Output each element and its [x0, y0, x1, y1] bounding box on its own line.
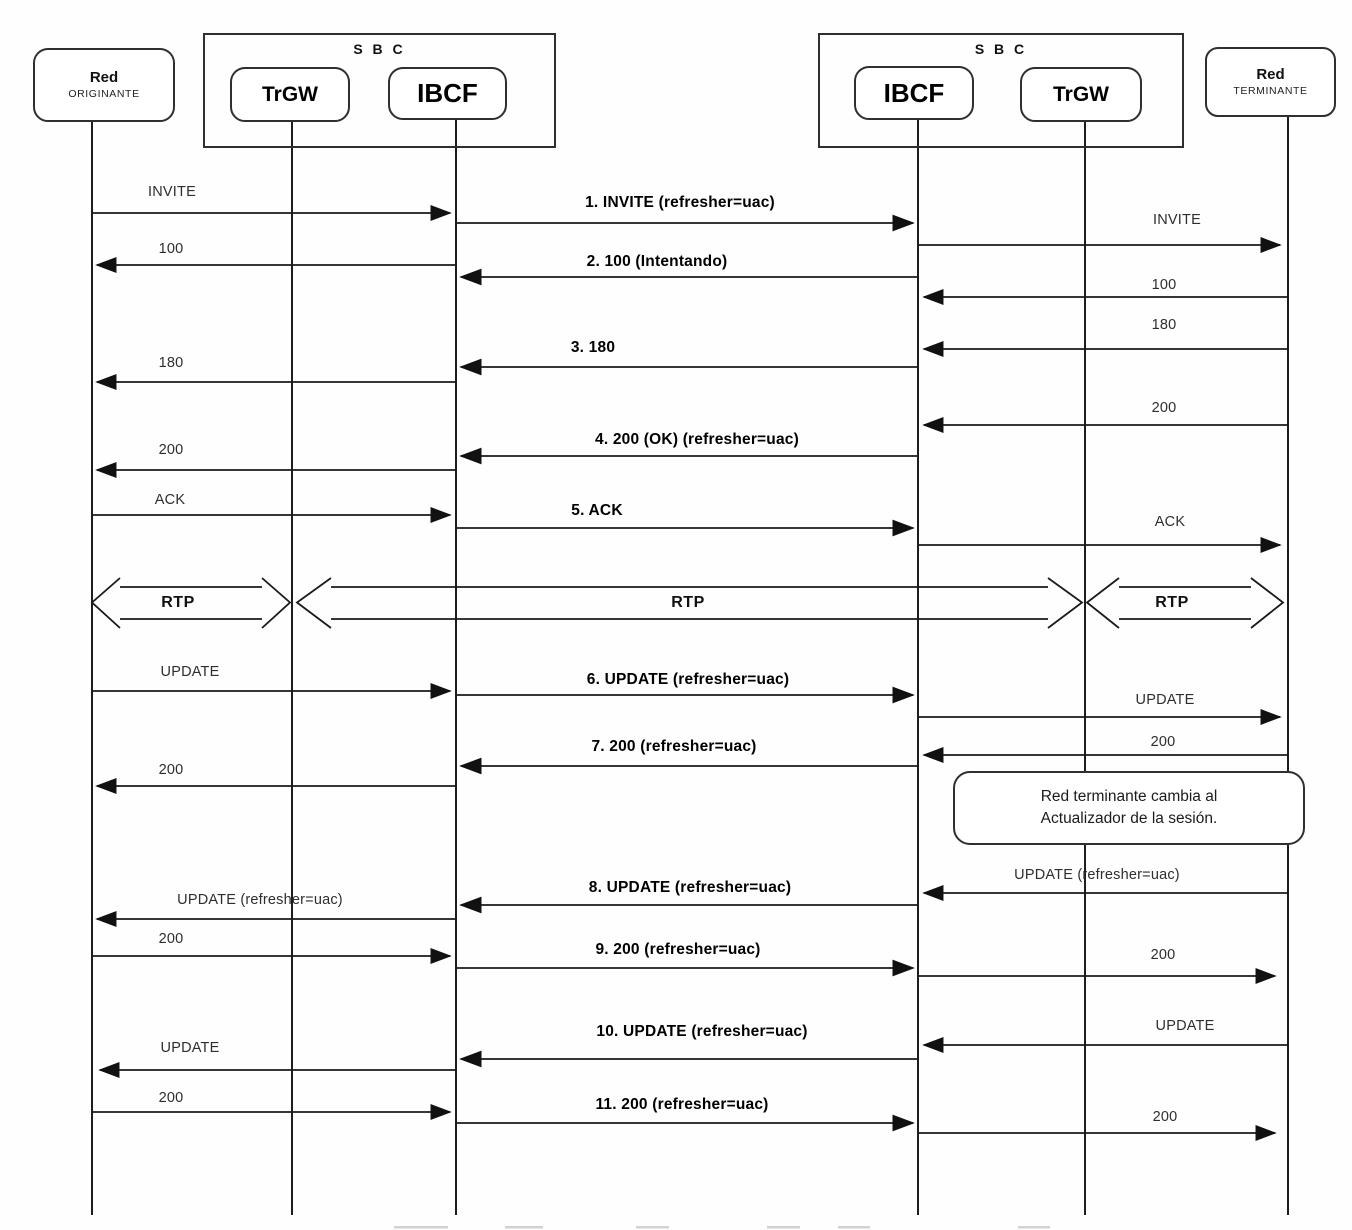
msg-left-200-4: 200 [158, 1090, 184, 1106]
participant-name: Red [89, 68, 119, 86]
rtp-label-left: RTP [161, 594, 195, 611]
msg-right-update-2: UPDATE [1155, 1018, 1215, 1034]
msg-mid-10: 10. UPDATE (refresher=uac) [596, 1023, 808, 1040]
participant-subtitle: ORIGINANTE [68, 87, 140, 100]
msg-left-update-refresher: UPDATE (refresher=uac) [177, 892, 343, 908]
msg-right-ack: ACK [1154, 514, 1186, 530]
msg-left-100: 100 [158, 241, 184, 257]
rtp-arrow-middle [295, 577, 1084, 629]
sbc-left-group: S B C [203, 33, 556, 148]
participant-name: Red [1256, 65, 1285, 83]
msg-right-200-4: 200 [1152, 1109, 1178, 1125]
note-line-1: Red terminante cambia al [1040, 787, 1218, 805]
trgw-right-label: TrGW [1053, 82, 1109, 106]
note-session-refresher-change: Red terminante cambia al Actualizador de… [953, 771, 1305, 845]
msg-left-update-2: UPDATE [160, 1040, 220, 1056]
msg-right-200: 200 [1151, 400, 1177, 416]
rtp-arrows [90, 577, 1285, 629]
msg-left-200-2: 200 [158, 762, 184, 778]
trgw-left-label: TrGW [262, 82, 318, 106]
msg-mid-11: 11. 200 (refresher=uac) [595, 1096, 769, 1113]
participant-trgw-right: TrGW [1020, 67, 1142, 122]
rtp-label-right: RTP [1155, 594, 1189, 611]
lifelines [91, 117, 1289, 1215]
participant-ibcf-right: IBCF [854, 66, 974, 120]
msg-mid-1: 1. INVITE (refresher=uac) [585, 194, 775, 211]
arrows-right-column [919, 237, 1288, 1141]
ibcf-left-label: IBCF [417, 78, 478, 108]
sbc-right-group: S B C [818, 33, 1184, 148]
participant-ibcf-left: IBCF [388, 67, 507, 120]
participant-subtitle: TERMINANTE [1233, 84, 1308, 97]
msg-right-update: UPDATE [1135, 692, 1195, 708]
sbc-left-title: S B C [353, 41, 406, 57]
msg-right-update-refresher: UPDATE (refresher=uac) [1014, 867, 1180, 883]
sbc-right-title: S B C [974, 41, 1028, 57]
msg-left-invite: INVITE [148, 184, 196, 200]
msg-mid-3: 3. 180 [570, 339, 616, 356]
participant-trgw-left: TrGW [230, 67, 350, 122]
participant-red-terminante: Red TERMINANTE [1205, 47, 1336, 117]
msg-mid-4: 4. 200 (OK) (refresher=uac) [595, 431, 799, 448]
msg-right-100: 100 [1151, 277, 1177, 293]
ibcf-right-label: IBCF [883, 77, 945, 108]
arrows-left-column [92, 205, 455, 1120]
participant-red-originante: Red ORIGINANTE [33, 48, 175, 122]
msg-mid-7: 7. 200 (refresher=uac) [591, 738, 757, 755]
msg-left-ack: ACK [154, 492, 186, 508]
msg-right-180: 180 [1151, 317, 1177, 333]
msg-mid-2: 2. 100 (Intentando) [586, 253, 728, 270]
msg-mid-8: 8. UPDATE (refresher=uac) [588, 879, 792, 896]
msg-mid-9: 9. 200 (refresher=uac) [595, 941, 761, 958]
caption-remnant [394, 1226, 1050, 1229]
rtp-label-middle: RTP [671, 594, 705, 611]
note-line-2: Actualizador de la sesión. [1040, 810, 1218, 827]
msg-mid-5: 5. ACK [571, 502, 623, 519]
msg-left-200-3: 200 [158, 931, 184, 947]
msg-mid-6: 6. UPDATE (refresher=uac) [586, 671, 790, 688]
rtp-arrow-right [1085, 577, 1285, 629]
msg-right-invite: INVITE [1153, 212, 1201, 228]
msg-right-200-2: 200 [1150, 734, 1176, 750]
msg-right-200-3: 200 [1150, 947, 1176, 963]
msg-left-update: UPDATE [160, 664, 220, 680]
msg-left-200: 200 [158, 442, 184, 458]
arrows-middle-column [457, 214, 917, 1132]
rtp-arrow-left [90, 577, 292, 629]
msg-left-180: 180 [158, 355, 184, 371]
